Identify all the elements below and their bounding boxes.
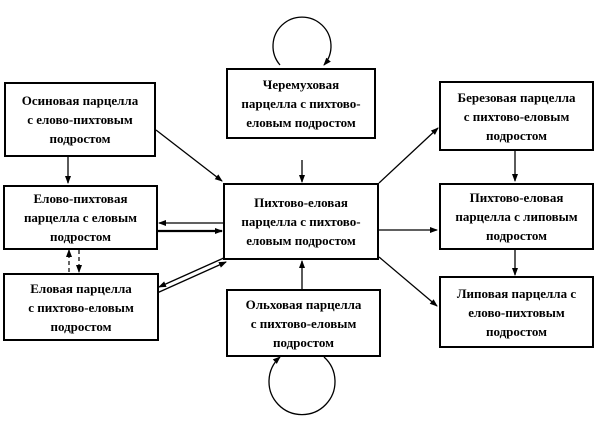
node-alder: Ольховая парцелла с пихтово-еловым подро… [226,289,381,357]
node-linden-label: Липовая парцелла с елово-пихтовым подрос… [456,285,577,339]
arrow-center-to-birch [378,127,439,184]
loop-bird-cherry [272,16,332,66]
node-fir-spruce-linden-undergrowth-label: Пихтово-еловая парцелла с липовым подрос… [455,190,578,243]
node-aspen: Осиновая парцелла с елово-пихтовым подро… [4,82,156,157]
node-fir-spruce-linden-undergrowth: Пихтово-еловая парцелла с липовым подрос… [439,183,594,250]
node-birch-label: Березовая парцелла с пихтово-еловым подр… [457,89,576,143]
node-spruce-label: Еловая парцелла с пихтово-еловым подрост… [28,280,134,334]
node-linden: Липовая парцелла с елово-пихтовым подрос… [439,276,594,348]
node-bird-cherry: Черемуховая парцелла с пихтово- еловым п… [226,68,376,139]
loop-alder [268,356,336,416]
node-fir-spruce-center-label: Пихтово-еловая парцелла с пихтово- еловы… [241,195,361,248]
node-alder-label: Ольховая парцелла с пихтово-еловым подро… [245,296,362,350]
node-spruce: Еловая парцелла с пихтово-еловым подрост… [3,273,159,341]
arrow-center-to-spruce [158,256,227,288]
node-bird-cherry-label: Черемуховая парцелла с пихтово- еловым п… [241,77,361,130]
arrow-aspen-to-center [155,129,223,182]
node-aspen-label: Осиновая парцелла с елово-пихтовым подро… [21,93,139,146]
arrow-center-to-linden [378,256,438,307]
arrow-spruce-to-center [156,261,227,294]
node-fir-spruce-center: Пихтово-еловая парцелла с пихтово- еловы… [223,183,379,260]
node-spruce-fir: Елово-пихтовая парцелла с еловым подрост… [3,185,158,250]
node-spruce-fir-label: Елово-пихтовая парцелла с еловым подрост… [23,191,138,244]
node-birch: Березовая парцелла с пихтово-еловым подр… [439,81,594,151]
